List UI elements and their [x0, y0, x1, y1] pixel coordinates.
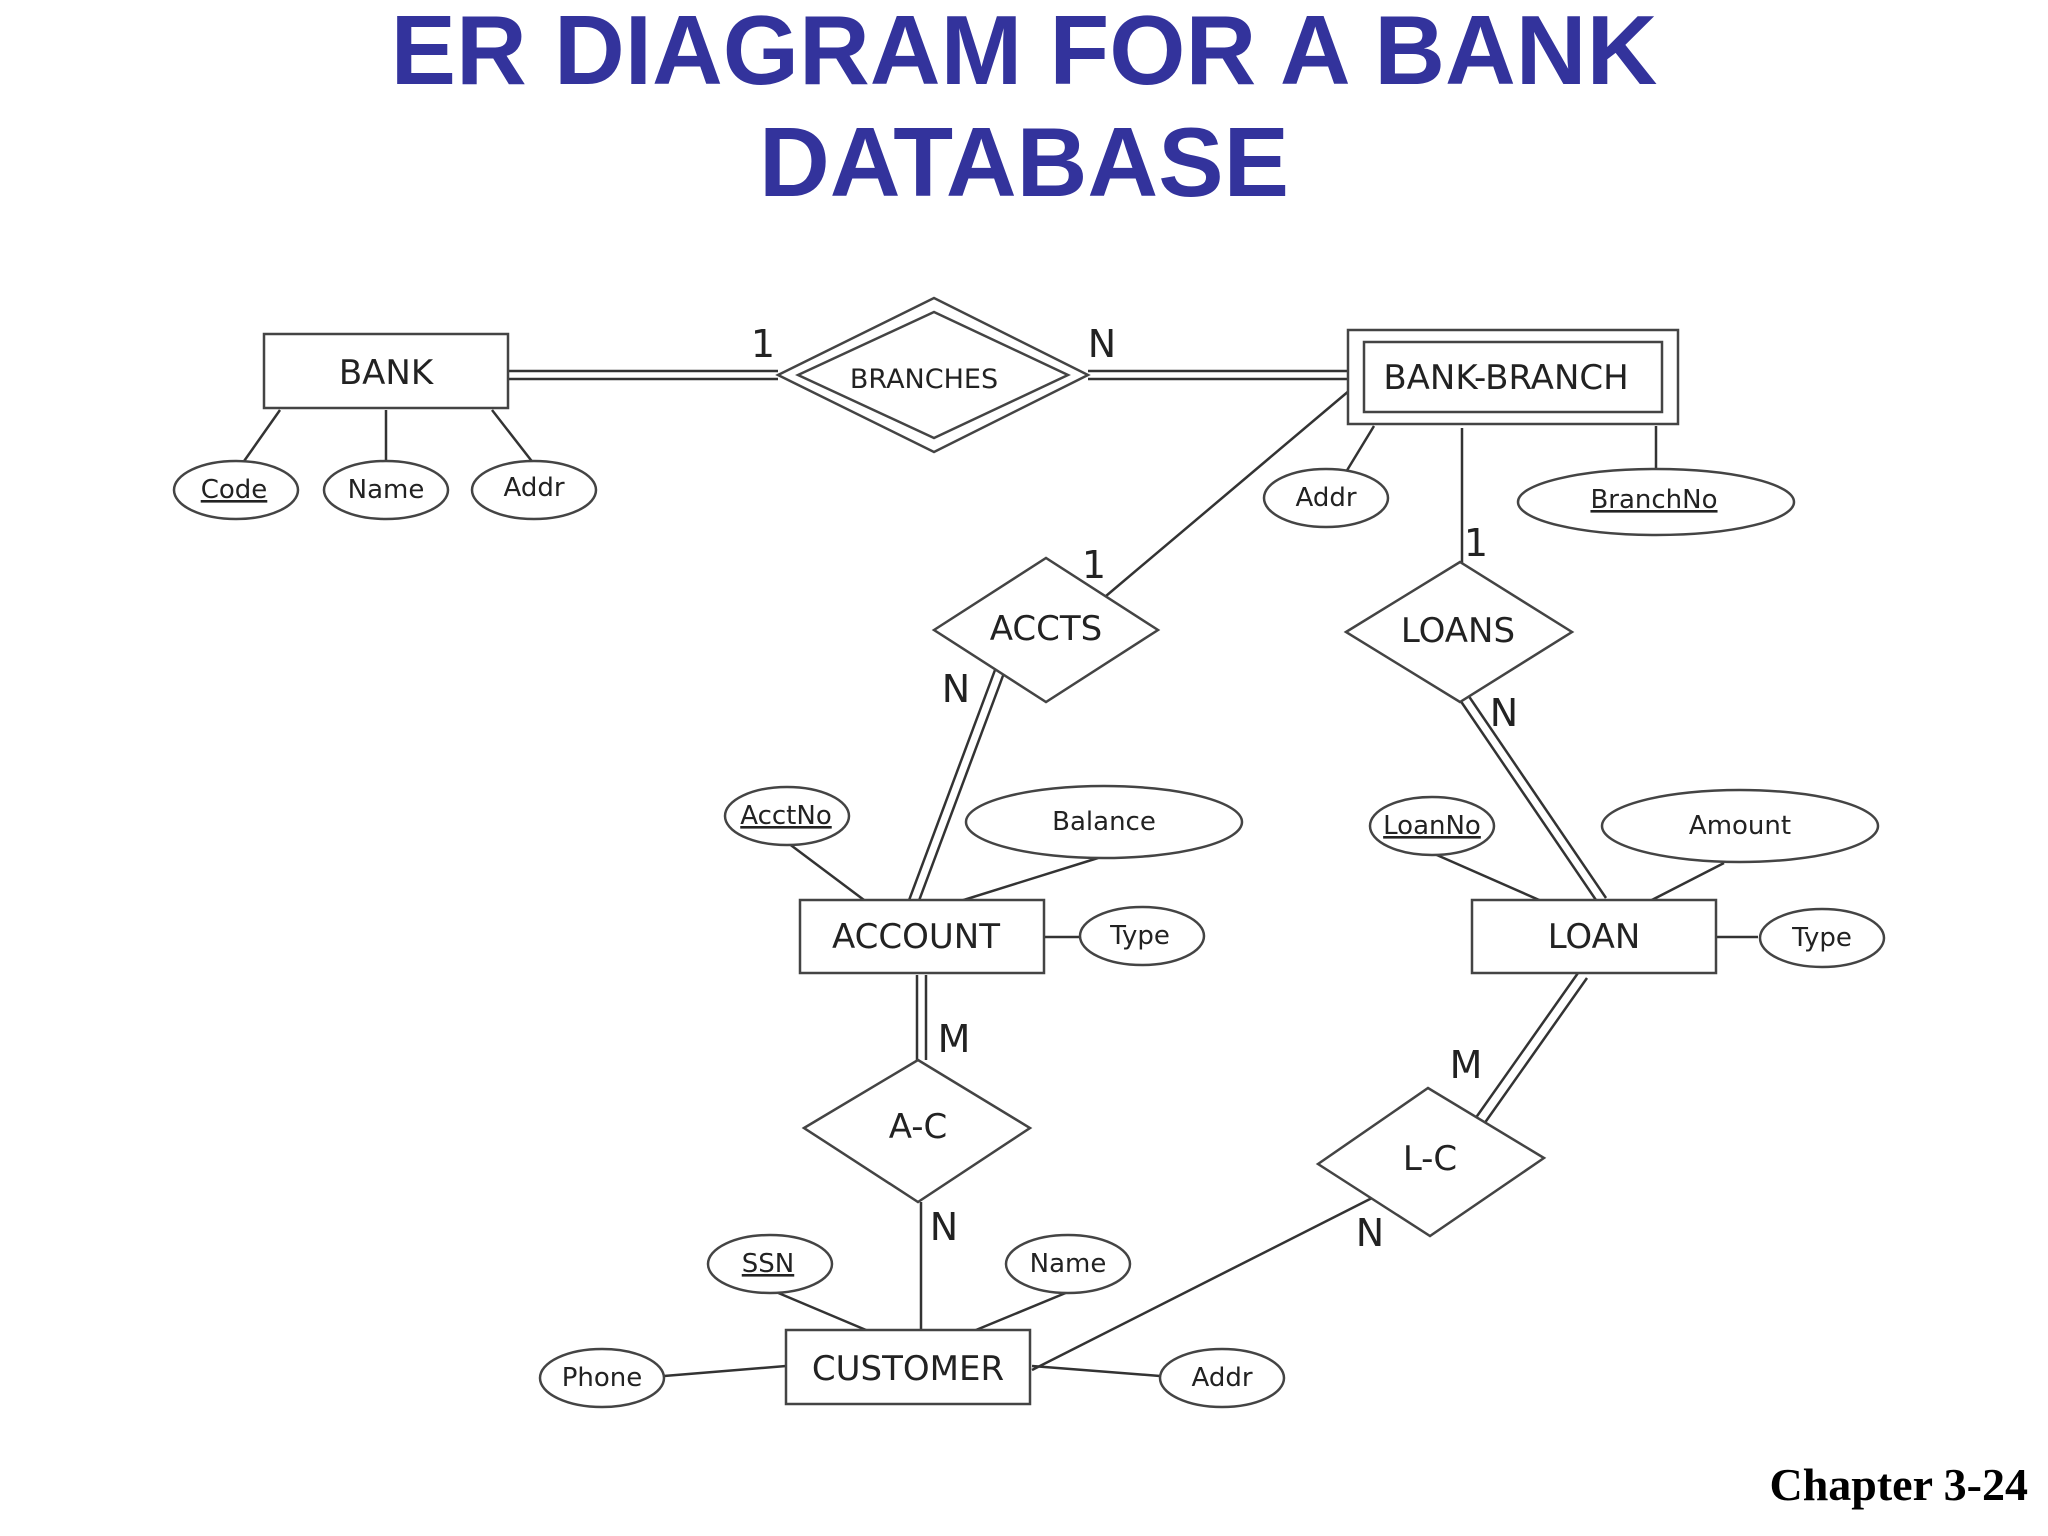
entity-bank-branch-label: BANK-BRANCH — [1383, 358, 1628, 398]
line-customer-phone — [663, 1364, 787, 1378]
relationship-loans-label: LOANS — [1401, 611, 1515, 651]
card-loan-lc: M — [1450, 1043, 1483, 1087]
line-branch-addr — [1344, 425, 1376, 473]
line-loan-lc-b — [1482, 977, 1589, 1125]
entity-loan: LOAN — [1470, 898, 1718, 975]
entity-account-label: ACCOUNT — [832, 917, 1000, 957]
attr-loan-amount-label: Amount — [1689, 811, 1791, 841]
card-branch-loans: 1 — [1464, 521, 1488, 565]
entity-account: ACCOUNT — [798, 898, 1046, 975]
attr-loan-no: LoanNo — [1368, 795, 1496, 857]
attr-acct-no: AcctNo — [723, 785, 851, 847]
attr-branch-addr-label: Addr — [1295, 483, 1356, 513]
attr-loan-no-label: LoanNo — [1383, 811, 1481, 841]
card-loans-loan: N — [1490, 691, 1518, 735]
attr-bank-name: Name — [322, 459, 450, 521]
attr-cust-phone: Phone — [538, 1347, 666, 1409]
attr-bank-addr: Addr — [470, 459, 598, 521]
attr-cust-name: Name — [1004, 1233, 1132, 1295]
line-loan-amount — [1645, 861, 1725, 905]
attr-cust-ssn-label: SSN — [742, 1249, 794, 1279]
line-account-acctno — [787, 842, 869, 904]
entity-bank: BANK — [262, 332, 510, 410]
attr-cust-ssn: SSN — [706, 1233, 834, 1295]
line-bank-code — [240, 409, 282, 465]
line-bank-addr — [491, 409, 535, 465]
entity-bank-branch: BANK-BRANCH — [1346, 328, 1680, 426]
attr-acct-balance: Balance — [964, 784, 1244, 860]
relationship-accts-label: ACCTS — [990, 609, 1103, 649]
attr-branch-no-label: BranchNo — [1590, 485, 1717, 515]
attr-cust-name-label: Name — [1030, 1249, 1107, 1279]
entity-loan-label: LOAN — [1548, 917, 1641, 957]
relationship-l-c-label: L-C — [1403, 1139, 1457, 1179]
relationship-accts: ACCTS — [931, 556, 1161, 704]
line-customer-ssn — [775, 1290, 867, 1332]
card-account-ac: M — [938, 1017, 971, 1061]
relationship-a-c-label: A-C — [889, 1107, 948, 1147]
card-branch-accts: 1 — [1082, 543, 1106, 587]
attr-loan-type-label: Type — [1791, 923, 1852, 953]
connectors — [240, 369, 1758, 1378]
entity-customer-label: CUSTOMER — [812, 1349, 1004, 1389]
attr-loan-amount: Amount — [1600, 788, 1880, 864]
card-branches-branch: N — [1088, 322, 1116, 366]
title-line-2: DATABASE — [759, 107, 1289, 217]
attr-acct-balance-label: Balance — [1052, 807, 1156, 837]
title-line-1: ER DIAGRAM FOR A BANK — [390, 0, 1658, 105]
card-lc-customer: N — [1356, 1211, 1384, 1255]
card-bank-branches: 1 — [751, 322, 775, 366]
line-loan-lc-a — [1473, 972, 1580, 1120]
attr-cust-addr-label: Addr — [1191, 1363, 1252, 1393]
attr-branch-no: BranchNo — [1516, 467, 1796, 537]
attr-bank-code: Code — [172, 459, 300, 521]
relationship-loans: LOANS — [1343, 560, 1575, 704]
attr-acct-type: Type — [1078, 905, 1206, 967]
line-customer-name — [975, 1290, 1069, 1332]
line-branch-accts — [1105, 389, 1351, 597]
cardinality-labels: 1 N 1 N 1 N M N M N — [751, 322, 1518, 1255]
attr-bank-name-label: Name — [348, 475, 425, 505]
relationship-a-c: A-C — [801, 1058, 1033, 1204]
line-account-balance — [953, 856, 1099, 905]
line-loans-loan-a — [1458, 699, 1600, 904]
attr-branch-addr: Addr — [1262, 467, 1390, 529]
relationship-branches-label: BRANCHES — [850, 364, 998, 395]
line-accts-account-a — [906, 669, 997, 904]
attr-acct-no-label: AcctNo — [740, 801, 831, 831]
relationship-l-c: L-C — [1315, 1086, 1547, 1238]
line-customer-addr — [1031, 1364, 1161, 1378]
attr-cust-phone-label: Phone — [562, 1363, 643, 1393]
line-lc-customer — [1031, 1196, 1373, 1372]
line-loan-loanno — [1429, 850, 1547, 905]
attr-bank-code-label: Code — [201, 475, 268, 505]
card-accts-account: N — [942, 667, 970, 711]
attr-cust-addr: Addr — [1158, 1347, 1286, 1409]
relationship-branches: BRANCHES — [775, 296, 1091, 454]
line-loans-loan-b — [1466, 694, 1608, 899]
entity-customer: CUSTOMER — [784, 1328, 1032, 1406]
card-ac-customer: N — [930, 1205, 958, 1249]
attr-acct-type-label: Type — [1109, 921, 1170, 951]
line-accts-account-b — [915, 672, 1006, 907]
attr-loan-type: Type — [1758, 907, 1886, 969]
attr-bank-addr-label: Addr — [503, 473, 564, 503]
entity-bank-label: BANK — [339, 353, 435, 393]
footer-chapter-label: Chapter 3-24 — [1769, 1459, 2028, 1510]
